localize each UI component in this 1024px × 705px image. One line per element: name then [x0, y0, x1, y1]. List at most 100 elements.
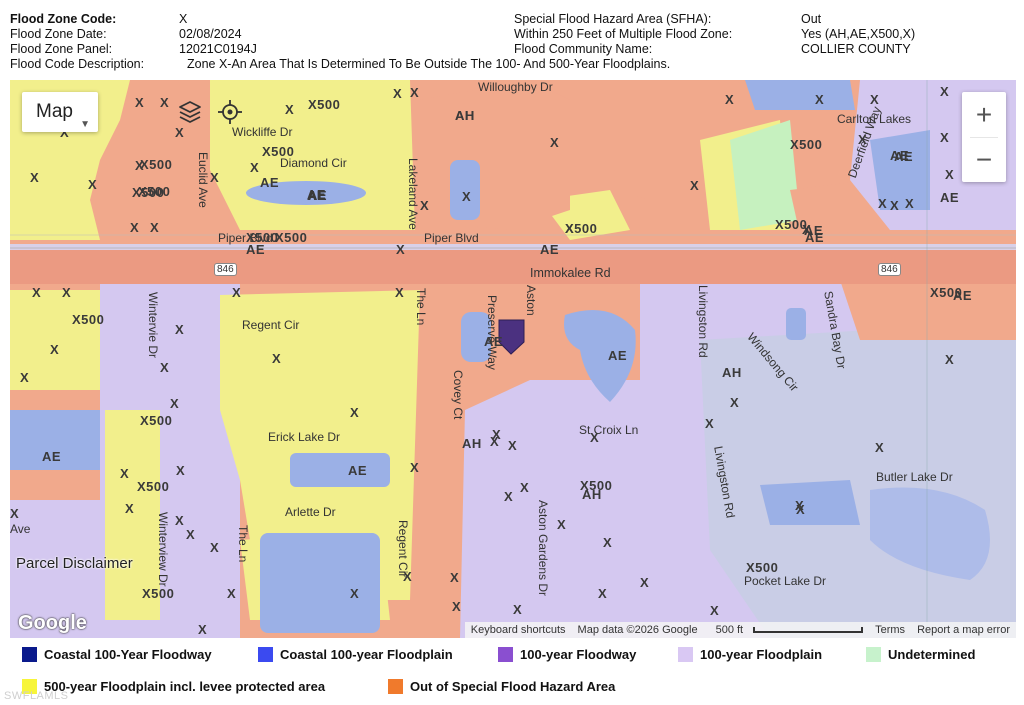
zone-label: X [875, 440, 885, 455]
within-250-value: Yes (AH,AE,X500,X) [801, 27, 916, 41]
zone-label: X500 [746, 560, 779, 575]
zone-label: X [135, 95, 145, 110]
legend-item: 500-year Floodplain incl. levee protecte… [22, 679, 325, 694]
map-type-button[interactable]: Map ▼ [22, 92, 98, 132]
parcel-disclaimer-link[interactable]: Parcel Disclaimer [16, 555, 133, 572]
zone-label: AE [953, 288, 973, 303]
community-label: Flood Community Name: [514, 42, 653, 56]
flood-map[interactable]: Immokalee Rd Piper Blvd Piper Blvd Wickl… [10, 80, 1016, 638]
flood-zone-code-label: Flood Zone Code: [10, 12, 117, 26]
zone-label: X [160, 95, 170, 110]
zone-label: X [250, 160, 260, 175]
zone-label: AE [260, 175, 280, 190]
zone-label: X [175, 513, 185, 528]
zoom-in-button[interactable]: + [975, 98, 993, 130]
legend-label: Coastal 100-year Floodplain [280, 647, 453, 662]
scale-indicator[interactable]: 500 ft [704, 624, 870, 636]
zone-label: X500 [580, 478, 613, 493]
zone-label: X500 [308, 97, 341, 112]
street-regent: Regent Cir [242, 318, 300, 332]
report-error-link[interactable]: Report a map error [917, 624, 1010, 636]
zone-label: X [227, 586, 237, 601]
within-250-label: Within 250 Feet of Multiple Flood Zone: [514, 27, 733, 41]
zone-label: X [198, 622, 208, 637]
zone-label: AH [582, 487, 602, 502]
zone-label: X [725, 92, 735, 107]
zone-label: X500 [565, 221, 598, 236]
map-base-layer [10, 80, 1016, 638]
sfha-value: Out [801, 12, 822, 26]
zone-label: X [396, 242, 406, 257]
terms-link[interactable]: Terms [875, 624, 906, 636]
zone-label: AE [42, 449, 62, 464]
zoom-control: + − [962, 92, 1006, 182]
zone-label: X [410, 85, 420, 100]
zone-label: AE [894, 149, 914, 164]
layers-icon [179, 101, 201, 123]
watermark: SWFLAMLS [4, 690, 69, 702]
zone-label: AE [308, 188, 328, 203]
zone-label: X [175, 125, 185, 140]
zone-label: X500 [142, 586, 175, 601]
street-aston-gardens: Aston Gardens Dr [536, 500, 550, 597]
legend-label: 100-year Floodplain [700, 647, 823, 662]
zone-label: X [232, 285, 242, 300]
legend-item: 100-year Floodplain [678, 647, 822, 662]
zone-label: X [940, 84, 950, 99]
zone-label: X [710, 603, 720, 618]
street-winterview-2: Winterview Dr [156, 512, 170, 587]
zone-label: X [705, 416, 715, 431]
zone-label: AH [455, 108, 475, 123]
street-willoughby: Willoughby Dr [478, 80, 553, 94]
street-ave: Ave [10, 522, 31, 536]
flood-info-panel: Flood Zone Code: X Flood Zone Date: 02/0… [0, 0, 1024, 78]
zone-label: AH [462, 436, 482, 451]
zone-label: AE [890, 148, 910, 163]
map-type-label: Map [36, 101, 73, 122]
legend-item: 100-year Floodway [498, 647, 636, 662]
zone-label: X [565, 221, 575, 236]
zone-label: X [88, 177, 98, 192]
street-piper-2: Piper Blvd [424, 231, 479, 245]
keyboard-shortcuts-link[interactable]: Keyboard shortcuts [470, 624, 566, 636]
zone-label: X500 [930, 285, 963, 300]
zone-label: X [690, 178, 700, 193]
road-shield-846: 846 [214, 263, 237, 276]
zone-label: X [175, 322, 185, 337]
sfha-label: Special Flood Hazard Area (SFHA): [514, 12, 712, 26]
legend-swatch [388, 679, 403, 694]
zone-label: X [186, 527, 196, 542]
street-erick: Erick Lake Dr [268, 430, 341, 444]
zone-label: X500 [275, 230, 308, 245]
zone-label: X [395, 285, 405, 300]
flood-code-description-value: Zone X-An Area That Is Determined To Be … [187, 57, 671, 71]
zone-label: X [210, 170, 220, 185]
legend-item: Out of Special Flood Hazard Area [388, 679, 615, 694]
street-diamond: Diamond Cir [280, 156, 347, 170]
zone-label: X [557, 517, 567, 532]
zoom-out-button[interactable]: − [975, 143, 993, 175]
zone-label: X [120, 466, 130, 481]
street-st-croix: St Croix Ln [579, 423, 639, 437]
zone-label: X500 [262, 144, 295, 159]
zone-label: X [462, 189, 472, 204]
map-attribution-bar: Keyboard shortcuts Map data ©2026 Google… [464, 622, 1016, 638]
zone-label: X [598, 586, 608, 601]
flood-zone-code-row: Flood Zone Code: [10, 11, 116, 27]
zone-label: AE [804, 223, 824, 238]
legend-label: Undetermined [888, 647, 976, 662]
layers-button[interactable] [170, 92, 210, 132]
zone-label: X [815, 92, 825, 107]
zone-label: X [870, 92, 880, 107]
flood-zone-date-value: 02/08/2024 [179, 27, 242, 41]
zone-label: X [62, 285, 72, 300]
zone-label: X [550, 135, 560, 150]
flood-zone-panel-label: Flood Zone Panel: [10, 42, 113, 56]
zone-label: X [590, 430, 600, 445]
zone-label: X [878, 196, 888, 211]
flood-zone-date-label: Flood Zone Date: [10, 27, 107, 41]
legend-swatch [866, 647, 881, 662]
locate-button[interactable] [210, 92, 250, 132]
zone-label: X500 [790, 137, 823, 152]
legend-item: Coastal 100-year Floodplain [258, 647, 453, 662]
